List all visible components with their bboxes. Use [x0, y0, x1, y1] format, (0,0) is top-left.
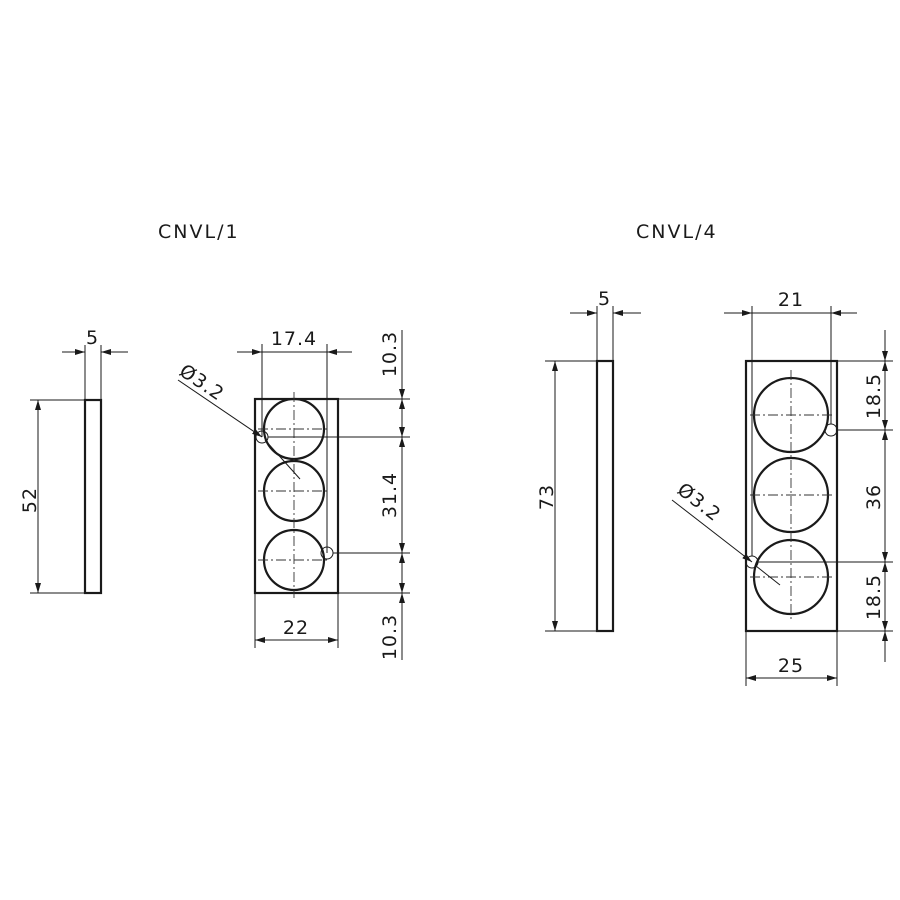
- cnvl1-hole-diameter-label: Ø3.2: [175, 360, 228, 406]
- title-cnvl1: CNVL/1: [158, 221, 240, 243]
- cnvl4-hole-spacing-label: 36: [863, 484, 885, 510]
- cnvl1-plate-width-label: 22: [283, 617, 309, 639]
- cnvl1-side-plate: [83, 398, 103, 595]
- cnvl1-hole-spacing-label: 31.4: [379, 472, 401, 518]
- cnvl1-side-height-label: 52: [19, 487, 41, 513]
- cnvl1-margin-bottom-label: 10.3: [379, 614, 401, 660]
- cnvl1-plate-outline: [253, 397, 340, 595]
- cnvl4-front-view: 21 Ø3.2 25 18.5 36 18.5: [671, 289, 893, 686]
- cnvl4-side-plate: [595, 359, 615, 633]
- cnvl4-side-view: 5 73: [536, 288, 641, 633]
- cnvl4-side-thickness-label: 5: [598, 288, 611, 310]
- cnvl4-margin-top-label: 18.5: [863, 373, 885, 419]
- cnvl4-plate-outline: [744, 359, 839, 633]
- cnvl4-side-height-label: 73: [536, 484, 558, 510]
- title-cnvl4: CNVL/4: [636, 221, 718, 243]
- cnvl4-plate-width-label: 25: [778, 655, 804, 677]
- cnvl1-side-view: 5 52: [19, 327, 128, 595]
- cnvl1-front-view: 17.4 Ø3.2 22 10.3 31.4 10.3: [175, 328, 410, 660]
- cnvl1-hole-pitch-label: 17.4: [271, 328, 317, 350]
- cnvl4-hole-diameter-label: Ø3.2: [673, 479, 725, 527]
- cnvl1-margin-top-label: 10.3: [379, 331, 401, 377]
- cnvl4-mounting-hole-1: [824, 423, 838, 437]
- cnvl4-hole-pitch-label: 21: [778, 289, 804, 311]
- cnvl1-side-thickness-label: 5: [86, 327, 99, 349]
- cnvl4-margin-bottom-label: 18.5: [863, 574, 885, 620]
